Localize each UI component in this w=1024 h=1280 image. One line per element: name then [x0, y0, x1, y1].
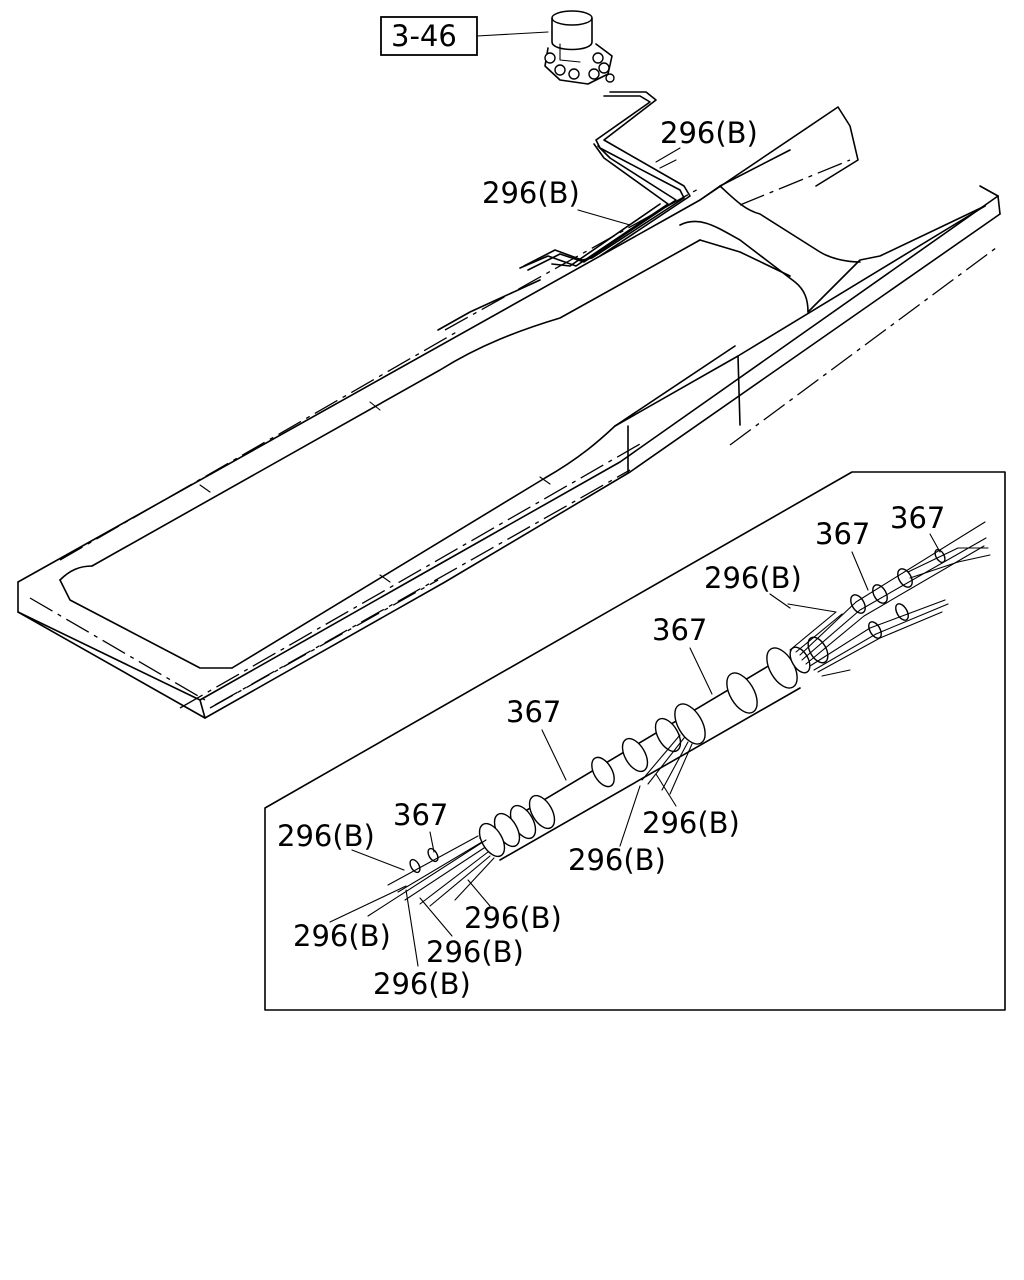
callout-pipe-detail-mid[interactable]: 296(B)	[642, 773, 740, 840]
svg-text:296(B): 296(B)	[464, 901, 562, 935]
callout-upper-left[interactable]: 296(B)	[482, 176, 631, 226]
callout-clip-mid[interactable]: 367	[652, 613, 713, 695]
svg-text:296(B): 296(B)	[642, 806, 740, 840]
svg-text:296(B): 296(B)	[660, 116, 758, 150]
callout-pipe-detail-left-a[interactable]: 296(B)	[464, 879, 562, 935]
svg-text:296(B): 296(B)	[704, 561, 802, 595]
frame-pipes	[519, 91, 691, 271]
svg-text:367: 367	[506, 695, 561, 729]
callout-clip-left-mid[interactable]: 367	[506, 695, 567, 781]
callout-clip-top-right[interactable]: 367	[890, 501, 945, 553]
svg-text:367: 367	[815, 517, 870, 551]
svg-text:296(B): 296(B)	[482, 176, 580, 210]
svg-text:296(B): 296(B)	[293, 919, 391, 953]
svg-text:367: 367	[393, 798, 448, 832]
pipe-bundle	[367, 521, 991, 917]
callout-upper-right[interactable]: 296(B)	[655, 116, 758, 163]
svg-text:367: 367	[652, 613, 707, 647]
callout-clip-top[interactable]: 367	[815, 517, 870, 591]
svg-text:367: 367	[890, 501, 945, 535]
svg-text:296(B): 296(B)	[568, 843, 666, 877]
callout-clip-left[interactable]: 367	[393, 798, 448, 853]
callout-pipe-detail-left-top[interactable]: 296(B)	[277, 819, 405, 871]
svg-text:296(B): 296(B)	[373, 967, 471, 1001]
reference-callout[interactable]: 3-46	[380, 16, 549, 56]
callout-pipe-detail-left-c[interactable]: 296(B)	[419, 897, 524, 969]
svg-text:296(B): 296(B)	[426, 935, 524, 969]
reference-label: 3-46	[391, 19, 457, 53]
valve-assembly	[544, 10, 615, 85]
svg-text:296(B): 296(B)	[277, 819, 375, 853]
callout-pipe-detail-right[interactable]: 296(B)	[704, 561, 802, 609]
detail-panel	[264, 471, 1006, 1011]
callout-pipe-detail-left-b[interactable]: 296(B)	[293, 885, 407, 953]
callout-pipe-detail-mid-low[interactable]: 296(B)	[568, 785, 666, 877]
callout-pipe-detail-left-d[interactable]: 296(B)	[373, 889, 471, 1001]
